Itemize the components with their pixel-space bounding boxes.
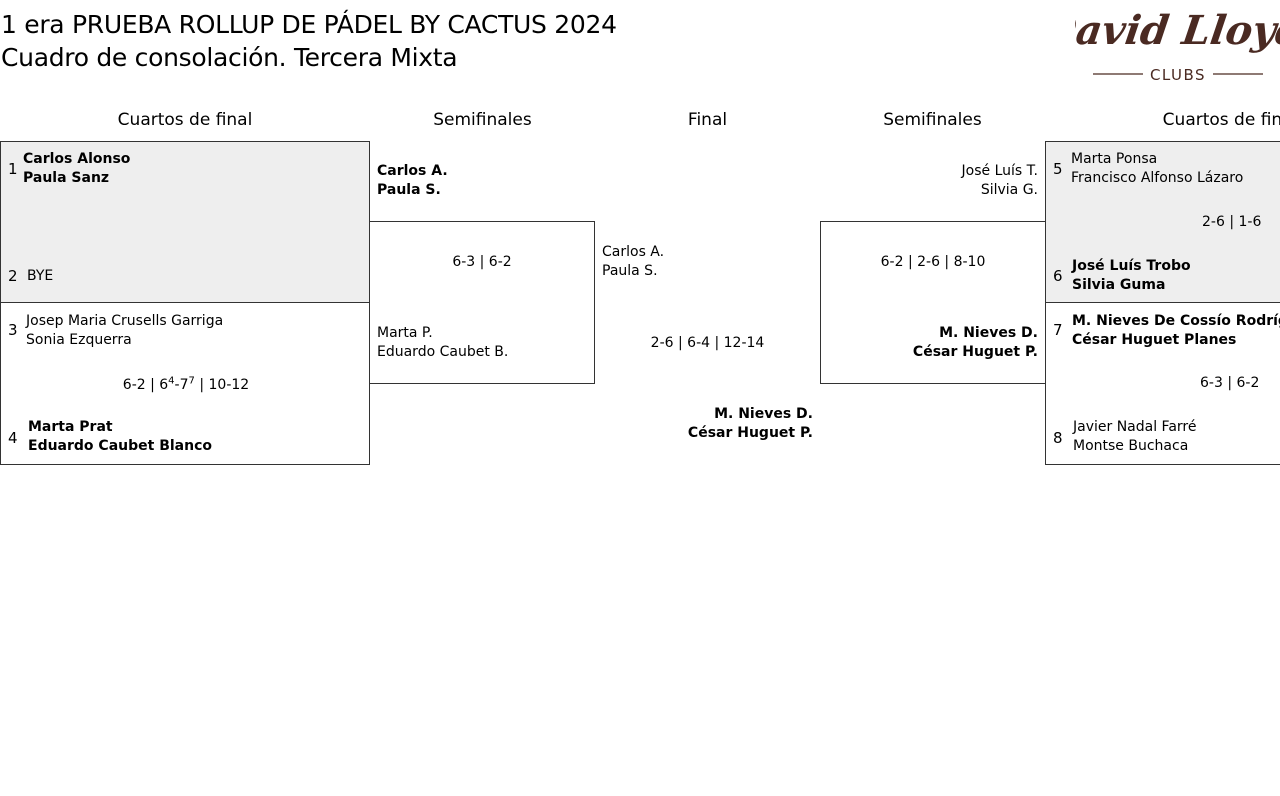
- round-left-semis: Semifinales: [433, 110, 532, 130]
- seed-number: 2: [8, 267, 18, 285]
- team-player-names: Marta Ponsa Francisco Alfonso Lázaro: [1071, 150, 1243, 188]
- page-title: 1 era PRUEBA ROLLUP DE PÁDEL BY CACTUS 2…: [1, 10, 617, 39]
- player-name: Marta Ponsa: [1071, 151, 1158, 167]
- player-name: Sonia Ezquerra: [26, 332, 132, 348]
- left-qf-match-1: 1 Carlos Alonso Paula Sanz 2 BYE: [0, 141, 370, 303]
- player-name: César Huguet P.: [687, 425, 813, 441]
- player-name: José Luís T.: [961, 163, 1038, 179]
- player-name: Carlos A.: [377, 163, 448, 179]
- player-name: César Huguet Planes: [1072, 332, 1237, 348]
- player-name: M. Nieves D.: [939, 325, 1038, 341]
- right-sf-top-team: José Luís T. Silvia G.: [825, 162, 1038, 200]
- player-name: Silvia G.: [980, 182, 1038, 198]
- seed-number: 5: [1053, 160, 1063, 178]
- player-name: Marta Prat: [28, 419, 113, 435]
- player-name: Eduardo Caubet Blanco: [28, 438, 212, 454]
- player-name: Paula S.: [602, 263, 658, 279]
- team-player-names: Carlos Alonso Paula Sanz: [23, 150, 130, 188]
- player-name: M. Nieves De Cossío Rodrígu: [1072, 313, 1280, 329]
- seed-number: 6: [1053, 267, 1063, 285]
- final-score: 2-6 | 6-4 | 12-14: [650, 335, 765, 351]
- match-score: 6-3 | 6-2: [452, 254, 512, 270]
- team-player-names: Marta Prat Eduardo Caubet Blanco: [28, 418, 212, 456]
- final-top-team: Carlos A. Paula S.: [602, 243, 664, 281]
- bye-label: BYE: [27, 268, 54, 284]
- player-name: Montse Buchaca: [1073, 438, 1189, 454]
- team-player-names: Javier Nadal Farré Montse Buchaca: [1073, 418, 1196, 456]
- logo-wordmark: David Lloyd: [1075, 7, 1280, 54]
- player-name: Silvia Guma: [1072, 277, 1166, 293]
- player-name: Paula Sanz: [23, 170, 110, 186]
- right-qf-match-1: 5 Marta Ponsa Francisco Alfonso Lázaro 2…: [1045, 141, 1280, 303]
- player-name: Josep Maria Crusells Garriga: [26, 313, 224, 329]
- team-player-names: M. Nieves D. César Huguet P.: [825, 324, 1038, 362]
- player-name: Paula S.: [377, 182, 441, 198]
- round-left-quarters: Cuartos de final: [117, 110, 253, 130]
- player-name: Marta P.: [377, 325, 433, 341]
- player-name: M. Nieves D.: [714, 406, 813, 422]
- match-score: 2-6 | 1-6: [1202, 214, 1262, 230]
- team-player-names: José Luís Trobo Silvia Guma: [1072, 257, 1191, 295]
- team-player-names: Josep Maria Crusells Garriga Sonia Ezque…: [26, 312, 223, 350]
- final-winner-team: M. Nieves D. César Huguet P.: [600, 405, 813, 443]
- player-name: Carlos A.: [602, 244, 665, 260]
- left-qf-match-2: 3 Josep Maria Crusells Garriga Sonia Ezq…: [0, 302, 370, 465]
- team-player-names: Marta P. Eduardo Caubet B.: [377, 324, 508, 362]
- page-subtitle: Cuadro de consolación. Tercera Mixta: [1, 43, 458, 72]
- player-name: Eduardo Caubet B.: [377, 344, 509, 360]
- seed-number: 7: [1053, 321, 1063, 339]
- player-name: Carlos Alonso: [23, 151, 131, 167]
- player-name: César Huguet P.: [912, 344, 1038, 360]
- player-name: Francisco Alfonso Lázaro: [1071, 170, 1244, 186]
- david-lloyd-logo: David Lloyd CLUBS: [1075, 7, 1280, 84]
- match-score: 6-2 | 64-77 | 10-12: [122, 375, 250, 393]
- match-score: 6-2 | 2-6 | 8-10: [880, 254, 986, 270]
- logo-subtext: CLUBS: [1150, 66, 1206, 84]
- right-sf-match: 6-2 | 2-6 | 8-10 M. Nieves D. César Hugu…: [820, 221, 1046, 384]
- round-final: Final: [687, 110, 728, 130]
- left-sf-match: 6-3 | 6-2 Marta P. Eduardo Caubet B.: [369, 221, 595, 384]
- round-right-quarters: Cuartos de final: [1162, 110, 1280, 130]
- match-score: 6-3 | 6-2: [1200, 375, 1260, 391]
- player-name: Javier Nadal Farré: [1073, 419, 1197, 435]
- player-name: José Luís Trobo: [1072, 258, 1191, 274]
- seed-number: 4: [8, 429, 18, 447]
- seed-number: 1: [8, 160, 18, 178]
- seed-number: 8: [1053, 429, 1063, 447]
- round-right-semis: Semifinales: [883, 110, 982, 130]
- team-player-names: M. Nieves De Cossío Rodrígu César Huguet…: [1072, 312, 1280, 350]
- left-sf-top-team: Carlos A. Paula S.: [377, 162, 448, 200]
- right-qf-match-2: 7 M. Nieves De Cossío Rodrígu César Hugu…: [1045, 302, 1280, 465]
- seed-number: 3: [8, 321, 18, 339]
